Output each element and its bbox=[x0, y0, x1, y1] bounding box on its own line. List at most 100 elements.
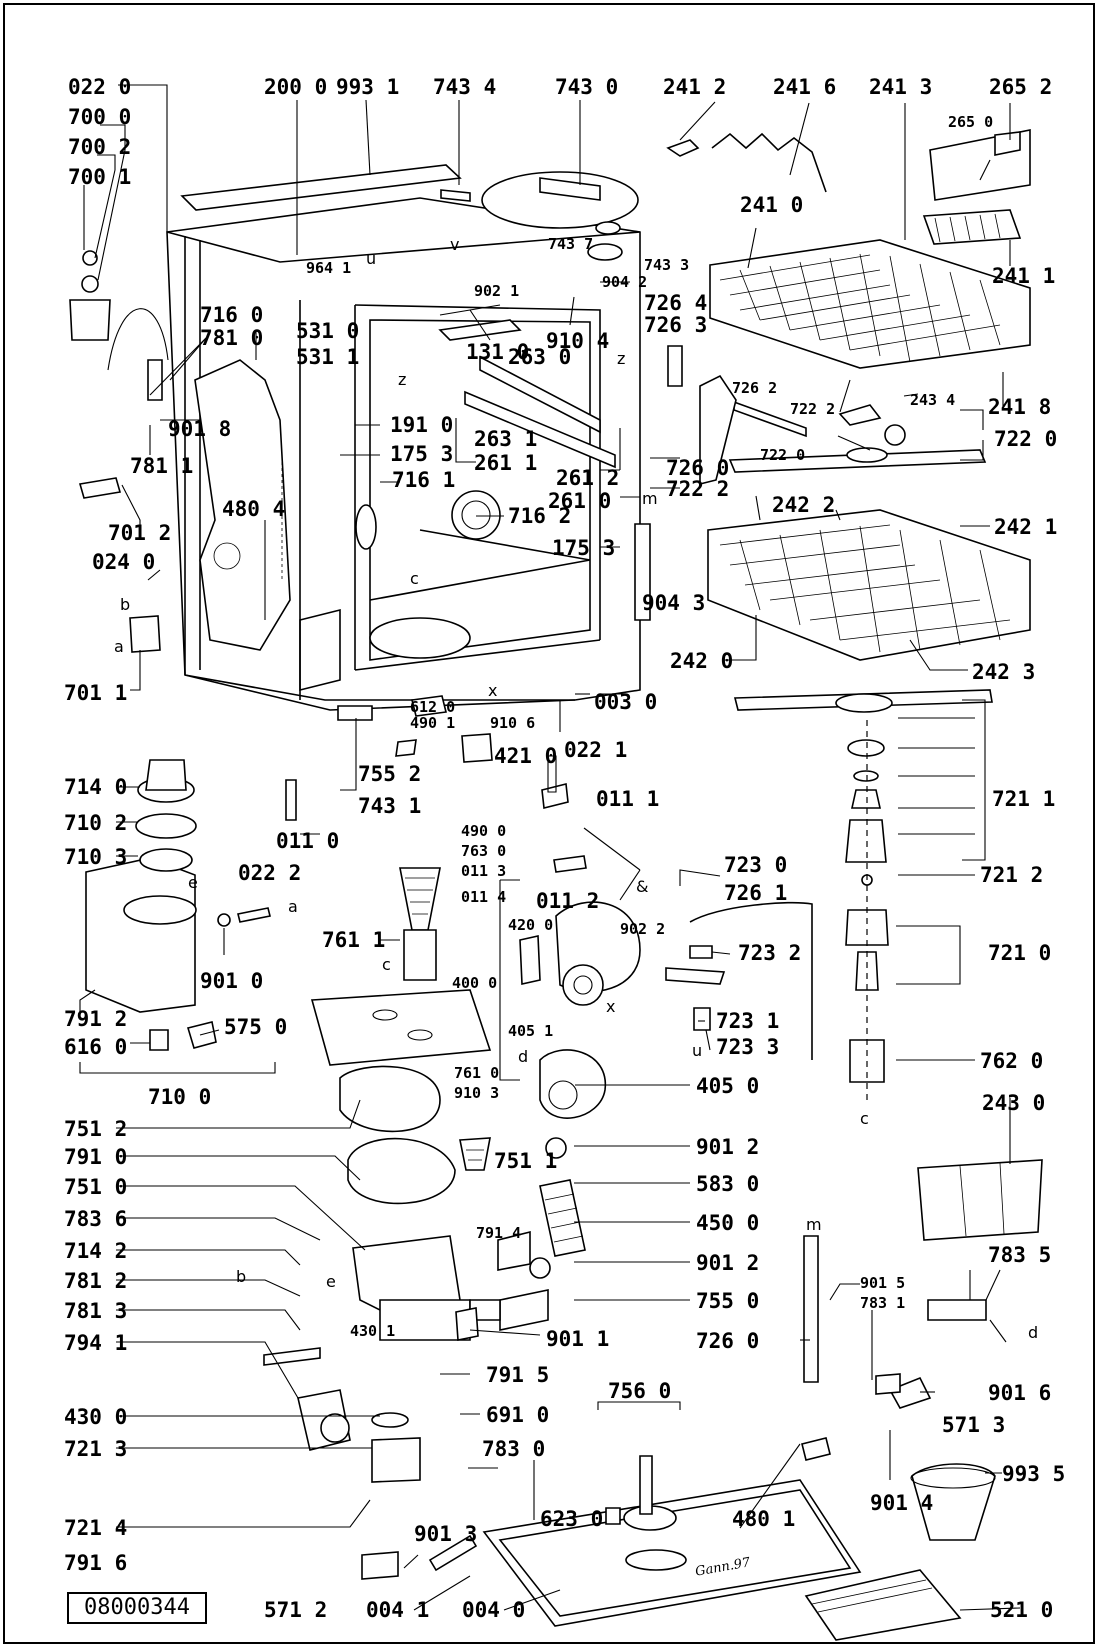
part-label: 420 0 bbox=[508, 916, 553, 934]
reference-letter: b bbox=[120, 595, 130, 614]
reference-letter: e bbox=[188, 873, 198, 892]
part-label: 691 0 bbox=[486, 1403, 549, 1427]
part-label: 791 0 bbox=[64, 1145, 127, 1169]
part-label: 723 2 bbox=[738, 941, 801, 965]
part-label: 722 2 bbox=[790, 400, 835, 418]
part-label: 791 6 bbox=[64, 1551, 127, 1575]
part-label: 700 2 bbox=[68, 135, 131, 159]
part-label: 022 1 bbox=[564, 738, 627, 762]
reference-letter: b bbox=[236, 1267, 246, 1286]
part-label: 175 3 bbox=[552, 536, 615, 560]
funnel-part bbox=[911, 1463, 996, 1541]
part-label: 761 0 bbox=[454, 1064, 499, 1082]
part-label: 901 2 bbox=[696, 1135, 759, 1159]
drawing-code-box: 08000344 bbox=[67, 1592, 207, 1624]
reference-letter: x bbox=[488, 681, 497, 700]
part-label: 710 0 bbox=[148, 1085, 211, 1109]
part-label: 964 1 bbox=[306, 259, 351, 277]
part-label: 480 4 bbox=[222, 497, 285, 521]
part-label: 781 1 bbox=[130, 454, 193, 478]
part-label: 430 1 bbox=[350, 1322, 395, 1340]
part-label: 993 1 bbox=[336, 75, 399, 99]
part-label: 575 0 bbox=[224, 1015, 287, 1039]
part-label: 910 3 bbox=[454, 1084, 499, 1102]
part-label: 993 5 bbox=[1002, 1462, 1065, 1486]
part-label: 743 4 bbox=[433, 75, 496, 99]
control-strip-part bbox=[804, 1569, 962, 1641]
part-label: 400 0 bbox=[452, 974, 497, 992]
part-label: 743 7 bbox=[548, 235, 593, 253]
part-label: 714 2 bbox=[64, 1239, 127, 1263]
part-label: 241 2 bbox=[663, 75, 726, 99]
part-label: 616 0 bbox=[64, 1035, 127, 1059]
part-label: 521 0 bbox=[990, 1598, 1053, 1622]
part-label: 756 0 bbox=[608, 1379, 671, 1403]
part-label: 710 3 bbox=[64, 845, 127, 869]
part-label: 261 1 bbox=[474, 451, 537, 475]
part-label: 242 3 bbox=[972, 660, 1035, 684]
reference-letter: x bbox=[606, 997, 615, 1016]
part-label: 902 2 bbox=[620, 920, 665, 938]
part-label: 022 2 bbox=[238, 861, 301, 885]
part-label: 480 1 bbox=[732, 1507, 795, 1531]
part-label: 783 0 bbox=[482, 1437, 545, 1461]
part-label: 242 1 bbox=[994, 515, 1057, 539]
part-label: 003 0 bbox=[594, 690, 657, 714]
part-label: 241 8 bbox=[988, 395, 1051, 419]
reference-letter: c bbox=[410, 569, 419, 588]
part-label: 751 2 bbox=[64, 1117, 127, 1141]
reference-letter: d bbox=[518, 1047, 528, 1066]
part-label: 726 4 bbox=[644, 291, 707, 315]
part-label: 265 2 bbox=[989, 75, 1052, 99]
part-label: 721 0 bbox=[988, 941, 1051, 965]
part-label: 024 0 bbox=[92, 550, 155, 574]
part-label: 716 1 bbox=[392, 468, 455, 492]
part-label: 781 0 bbox=[200, 326, 263, 350]
part-label: 783 6 bbox=[64, 1207, 127, 1231]
part-label: 901 0 bbox=[200, 969, 263, 993]
reference-letter: & bbox=[636, 877, 648, 896]
part-label: 721 2 bbox=[980, 863, 1043, 887]
part-labels: 022 0 200 0 993 1 743 4 743 0 241 2 241 … bbox=[64, 75, 1065, 1622]
insulation-panel-part bbox=[194, 359, 291, 651]
reference-letter: c bbox=[860, 1109, 869, 1128]
part-label: 701 2 bbox=[108, 521, 171, 545]
microfilter-plate-part bbox=[310, 989, 492, 1066]
part-label: 011 4 bbox=[461, 888, 506, 906]
reference-letter: u bbox=[366, 249, 376, 268]
part-label: 721 3 bbox=[64, 1437, 127, 1461]
part-label: 531 1 bbox=[296, 345, 359, 369]
part-label: 901 5 bbox=[860, 1274, 905, 1292]
reference-letter: d bbox=[1028, 1323, 1038, 1342]
part-label: 726 2 bbox=[732, 379, 777, 397]
part-label: 755 0 bbox=[696, 1289, 759, 1313]
reference-letter: a bbox=[288, 897, 298, 916]
part-label: 200 0 bbox=[264, 75, 327, 99]
part-label: 743 1 bbox=[358, 794, 421, 818]
part-label: 430 0 bbox=[64, 1405, 127, 1429]
reference-letter: u bbox=[692, 1041, 702, 1060]
part-label: 243 0 bbox=[982, 1091, 1045, 1115]
salt-container-part bbox=[85, 857, 196, 1013]
part-label: 531 0 bbox=[296, 319, 359, 343]
seal-ring-part bbox=[451, 490, 501, 540]
part-label: 011 2 bbox=[536, 889, 599, 913]
part-label: 791 4 bbox=[476, 1224, 521, 1242]
part-label: 751 0 bbox=[64, 1175, 127, 1199]
reference-letter: m bbox=[642, 489, 658, 508]
part-label: 011 1 bbox=[596, 787, 659, 811]
part-label: 723 3 bbox=[716, 1035, 779, 1059]
part-label: 263 0 bbox=[508, 345, 571, 369]
part-label: 901 8 bbox=[168, 417, 231, 441]
part-label: 004 1 bbox=[366, 1598, 429, 1622]
part-label: 405 0 bbox=[696, 1074, 759, 1098]
gasket-part bbox=[347, 1137, 456, 1205]
part-label: 700 0 bbox=[68, 105, 131, 129]
part-label: 421 0 bbox=[494, 744, 557, 768]
part-label: 004 0 bbox=[462, 1598, 525, 1622]
reference-letter: z bbox=[617, 349, 625, 368]
part-label: 623 0 bbox=[540, 1507, 603, 1531]
part-label: 011 0 bbox=[276, 829, 339, 853]
part-label: 612 0 bbox=[410, 698, 455, 716]
